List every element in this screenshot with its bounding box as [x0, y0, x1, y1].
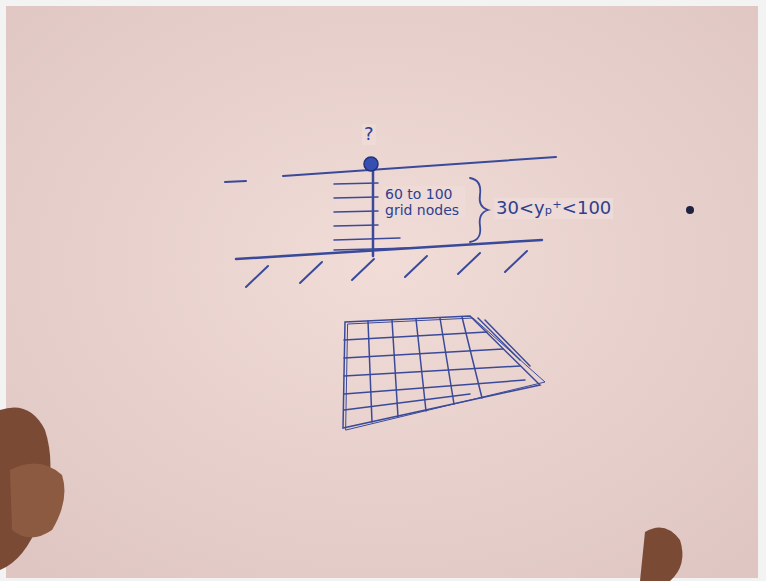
edge-line [225, 181, 246, 182]
mesh-sketch [343, 316, 545, 430]
question-mark: ? [362, 124, 376, 145]
wall-line [236, 240, 542, 259]
paper-sheet [6, 6, 758, 578]
hand [640, 528, 682, 581]
probe-dot [364, 157, 378, 171]
hand [10, 464, 64, 538]
formula-text: 30<yₚ⁺<100 [494, 198, 613, 219]
brace [470, 178, 488, 242]
wall-hatch [246, 251, 527, 287]
note-text: 60 to 100 grid nodes [383, 186, 465, 218]
probe-line [372, 170, 375, 256]
edge-line [283, 157, 556, 176]
ink-blob [686, 206, 694, 214]
